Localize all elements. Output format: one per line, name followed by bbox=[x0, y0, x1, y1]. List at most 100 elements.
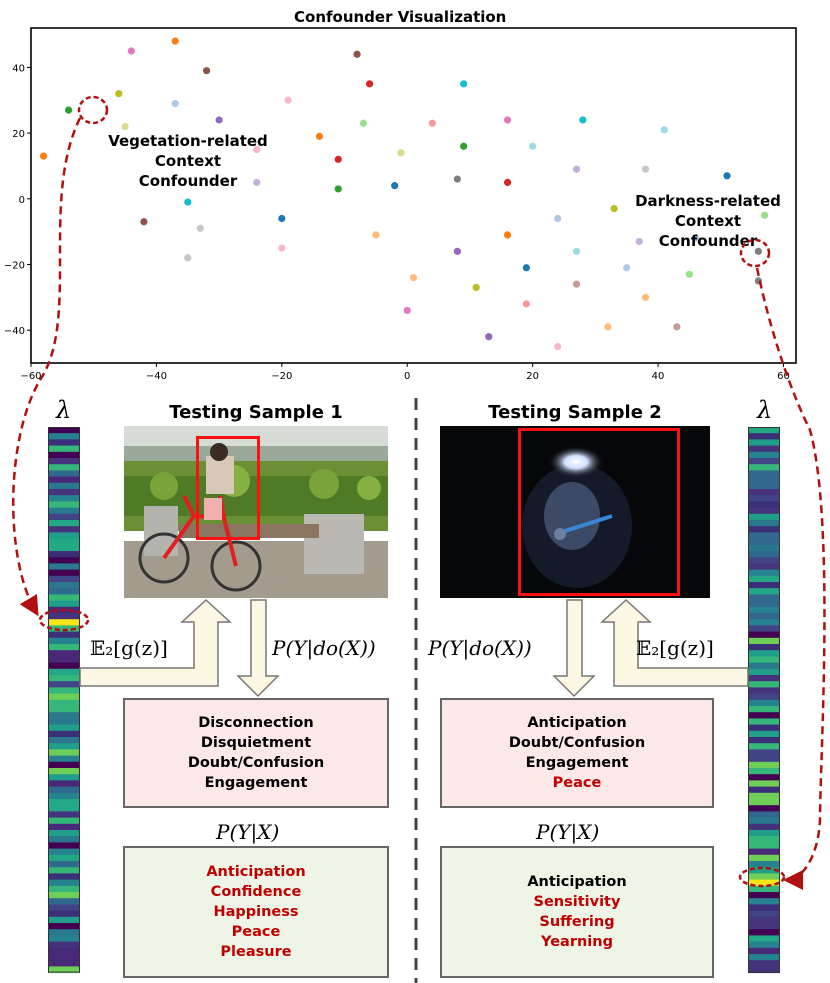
scatter-point bbox=[140, 218, 148, 226]
lambda-bar-cell bbox=[748, 644, 780, 651]
lambda-bar-cell bbox=[48, 575, 80, 583]
lambda-bar-cell bbox=[748, 786, 780, 794]
expectation-arrow-right bbox=[600, 598, 749, 687]
lambda-bar-cell bbox=[48, 507, 80, 515]
lambda-bar-cell bbox=[48, 513, 80, 521]
lambda-bar-cell bbox=[748, 699, 780, 707]
sample1-p-box: Anticipation Confidence Happiness Peace … bbox=[123, 846, 389, 978]
lambda-bar-cell bbox=[48, 805, 80, 812]
lambda-bar-cell bbox=[748, 482, 780, 490]
sample1-p-emotion: Pleasure bbox=[220, 944, 292, 960]
lambda-bar-cell bbox=[48, 774, 80, 781]
scatter-point bbox=[115, 90, 123, 98]
lambda-bar-cell bbox=[48, 737, 80, 744]
lambda-bar-cell bbox=[48, 631, 80, 639]
lambda-bar-cell bbox=[748, 606, 780, 614]
lambda-bar-cell bbox=[748, 929, 780, 936]
lambda-bar-cell bbox=[748, 464, 780, 471]
lambda-bar-cell bbox=[48, 644, 80, 651]
darkness-label-line1: Darkness-related bbox=[635, 192, 781, 210]
lambda-bar-cell bbox=[748, 873, 780, 881]
lambda-bar-cell bbox=[48, 656, 80, 664]
lambda-bar-cell bbox=[48, 941, 80, 949]
sample1-do-emotion: Disconnection bbox=[198, 715, 314, 731]
lambda-bar-cell bbox=[48, 470, 80, 478]
scatter-point bbox=[366, 80, 374, 88]
lambda-bar-cell bbox=[748, 724, 780, 732]
sample1-expectation-label: 𝔼₂[g(z)] bbox=[90, 636, 168, 660]
lambda-bar-cell bbox=[48, 743, 80, 750]
scatter-point bbox=[579, 116, 587, 124]
lambda-bar-highlight-cell bbox=[48, 619, 80, 626]
sample1-bounding-box bbox=[196, 436, 260, 540]
scatter-point bbox=[554, 214, 562, 223]
y-tick-label: −40 bbox=[4, 326, 25, 337]
lambda-bar-cell bbox=[48, 538, 80, 546]
lambda-bar-cell bbox=[748, 526, 780, 533]
lambda-bar-cell bbox=[48, 582, 80, 589]
scatter-point bbox=[359, 119, 367, 127]
scatter-point bbox=[334, 185, 342, 193]
scatter-point bbox=[121, 122, 129, 131]
lambda-bar-cell bbox=[48, 842, 80, 850]
lambda-bar-cell bbox=[748, 650, 780, 657]
lambda-bar-cell bbox=[748, 761, 780, 769]
scatter-point bbox=[215, 116, 223, 124]
lambda-bar-cell bbox=[748, 966, 780, 974]
scatter-point bbox=[572, 280, 581, 288]
lambda-bar-cell bbox=[48, 544, 80, 552]
lambda-bar-right bbox=[748, 427, 780, 974]
lambda-bar-cell bbox=[748, 910, 780, 918]
lambda-bar-cell bbox=[748, 830, 780, 837]
sample2-do-emotion: Doubt/Confusion bbox=[508, 735, 646, 751]
lambda-bar-cell bbox=[748, 470, 780, 478]
scatter-point bbox=[372, 231, 380, 239]
sample1-do-box: Disconnection Disquietment Doubt/Confusi… bbox=[123, 698, 389, 808]
lambda-bar-cell bbox=[748, 749, 780, 757]
lambda-bar-cell bbox=[48, 662, 80, 670]
sample2-expectation-label: 𝔼₂[g(z)] bbox=[636, 636, 714, 660]
lambda-bar-cell bbox=[748, 718, 780, 726]
do-arrow-left bbox=[236, 599, 280, 698]
lambda-bar-cell bbox=[48, 830, 80, 837]
lambda-bar-cell bbox=[748, 681, 780, 688]
lambda-bar-cell bbox=[748, 551, 780, 558]
lambda-bar-cell bbox=[748, 582, 780, 589]
park-scene-image bbox=[124, 426, 388, 598]
lambda-bar-cell bbox=[748, 774, 780, 781]
lambda-bar-cell bbox=[48, 817, 80, 825]
sample1-photo bbox=[124, 426, 388, 598]
scatter-point bbox=[641, 165, 650, 173]
sample2-title: Testing Sample 2 bbox=[488, 402, 662, 423]
lambda-bar-cell bbox=[748, 575, 780, 583]
darkness-curved-arrow bbox=[755, 267, 826, 890]
lambda-bar-cell bbox=[748, 476, 780, 484]
scatter-point bbox=[660, 126, 668, 134]
lambda-bar-cell bbox=[748, 613, 780, 620]
lambda-bar-cell bbox=[48, 873, 80, 881]
x-tick-label: −40 bbox=[146, 371, 167, 382]
chart-frame bbox=[30, 27, 797, 364]
lambda-bar-cell bbox=[48, 489, 80, 496]
scatter-point bbox=[572, 165, 581, 173]
dark-scene-image bbox=[440, 426, 710, 598]
lambda-bar-cell bbox=[48, 681, 80, 688]
lambda-bar-cell bbox=[748, 923, 780, 930]
scatter-point bbox=[641, 293, 650, 301]
lambda-bar-cell bbox=[748, 712, 780, 719]
lambda-bar-cell bbox=[48, 786, 80, 794]
sample2-p-box: Anticipation Sensitivity Suffering Yearn… bbox=[440, 846, 714, 978]
lambda-bar-cell bbox=[748, 427, 780, 434]
lambda-label-right: λ bbox=[757, 396, 773, 424]
sample2-do-emotion: Engagement bbox=[525, 755, 629, 771]
lambda-bar-cell bbox=[48, 923, 80, 930]
lambda-bar-cell bbox=[48, 768, 80, 775]
lambda-bar-cell bbox=[748, 792, 780, 800]
lambda-bar-cell bbox=[48, 960, 80, 967]
lambda-bar-cell bbox=[48, 693, 80, 701]
lambda-bar-cell bbox=[48, 935, 80, 943]
scatter-point bbox=[685, 270, 694, 278]
lambda-bar-cell bbox=[748, 780, 780, 788]
vegetation-label-line2: Context Confounder bbox=[138, 152, 238, 190]
